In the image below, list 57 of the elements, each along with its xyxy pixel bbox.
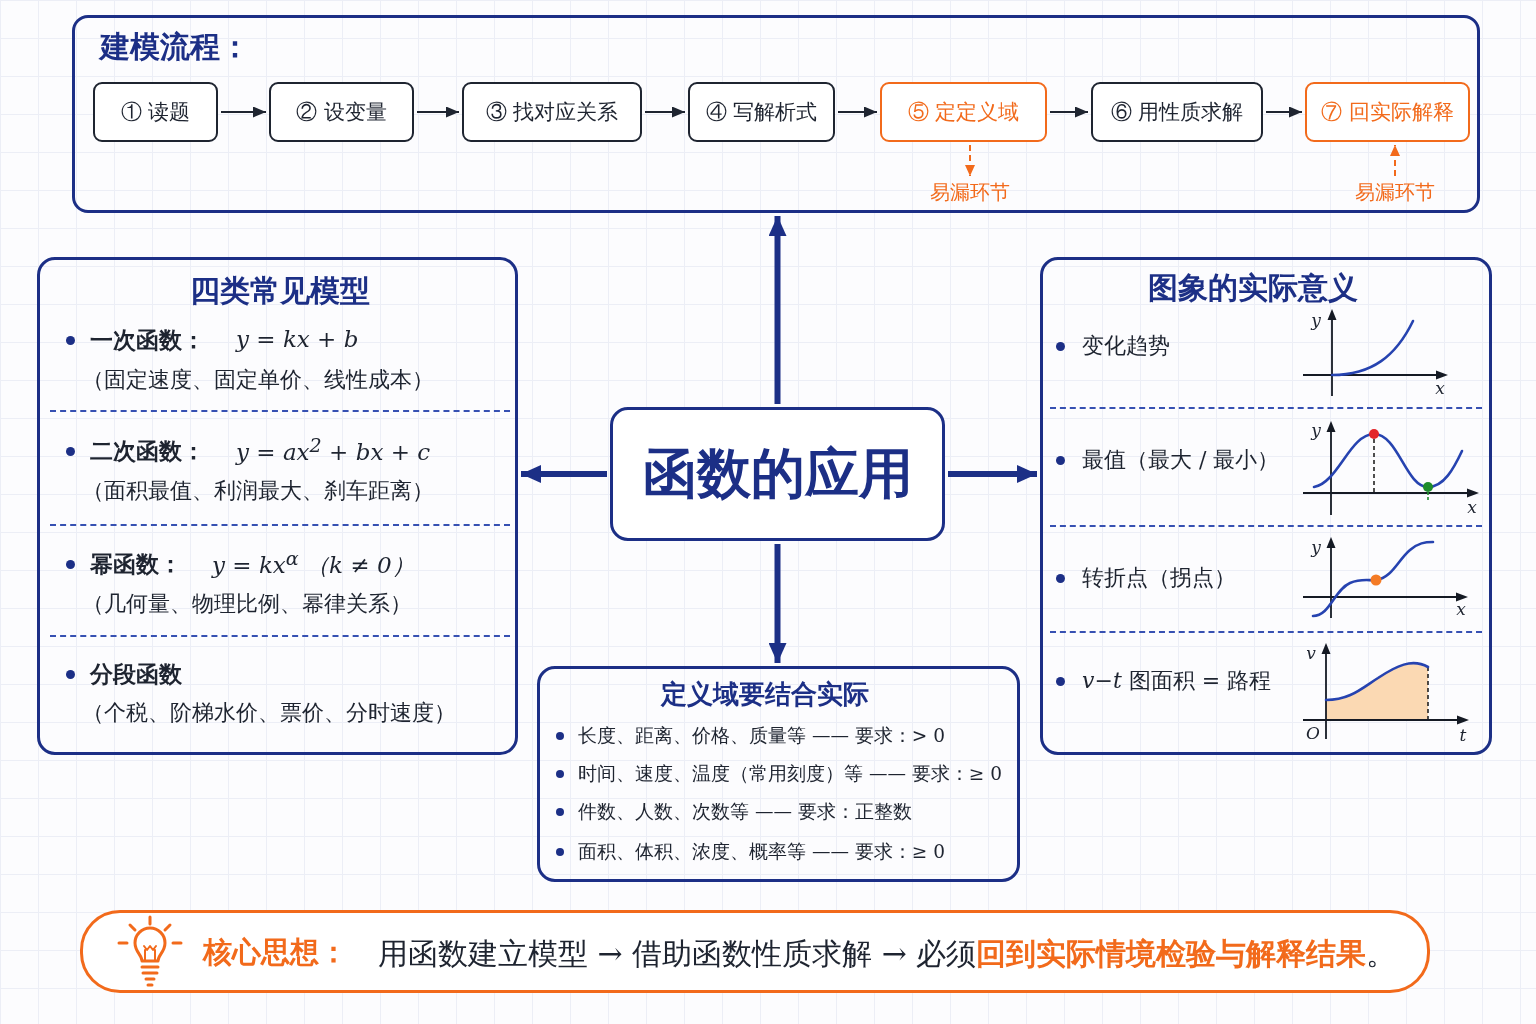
axis-label: x: [1435, 378, 1445, 398]
example-list: （面积最值、利润最大、刹车距离）: [82, 476, 434, 506]
arrow: [645, 106, 685, 118]
meaning-text: v−t 图面积 = 路程: [1082, 666, 1272, 695]
formula-text: y = kx + b: [236, 325, 359, 355]
model-name: 幂函数：: [90, 549, 182, 579]
banner-heading: 核心思想：: [203, 934, 348, 972]
formula-text: y = kx$^{α}$ （k ≠ 0）: [212, 546, 415, 581]
arrow: [948, 465, 1037, 483]
domain-panel: [537, 666, 1020, 882]
warning-note: 易漏环节: [930, 179, 1010, 205]
domain-rule: 面积、体积、浓度、概率等 —— 要求：≥ 0: [578, 840, 945, 864]
arrow: [838, 106, 877, 118]
arrow: [1050, 106, 1088, 118]
process-panel: [72, 15, 1480, 213]
model-panel: [37, 257, 518, 755]
arrow: [768, 544, 787, 663]
example-list: （个税、阶梯水价、票价、分时速度）: [82, 698, 456, 728]
formula-text: y = ax$^{2}$ + bx + c: [236, 433, 431, 468]
example-list: （固定速度、固定单价、线性成本）: [82, 365, 434, 395]
model-name: 二次函数：: [90, 436, 205, 466]
model-name: 一次函数：: [90, 325, 205, 355]
panel-heading: 四类常见模型: [190, 271, 370, 310]
arrow: [417, 106, 459, 118]
step-box: ⑦ 回实际解释: [1305, 82, 1470, 142]
step-box: ② 设变量: [269, 82, 414, 142]
meaning-text: 转折点（拐点）: [1082, 563, 1236, 592]
dashed-arrow: [1390, 144, 1400, 177]
topic-box: 函数的应用: [610, 407, 945, 541]
step-box: ④ 写解析式: [688, 82, 835, 142]
meaning-text: 最值（最大 / 最小）: [1082, 445, 1280, 474]
panel-heading: 建模流程：: [100, 27, 250, 66]
domain-rule: 长度、距离、价格、质量等 —— 要求：> 0: [578, 724, 945, 748]
axis-label: v: [1306, 643, 1316, 663]
arrow: [1266, 106, 1302, 118]
panel-heading: 定义域要结合实际: [661, 678, 869, 712]
domain-rule: 件数、人数、次数等 —— 要求：正整数: [578, 800, 912, 824]
model-name: 分段函数: [90, 659, 182, 689]
meaning-text: 变化趋势: [1082, 331, 1170, 360]
axis-label: O: [1306, 723, 1320, 743]
domain-rule: 时间、速度、温度（常用刻度）等 —— 要求：≥ 0: [578, 762, 1002, 786]
key-idea-text: 用函数建立模型 → 借助函数性质求解 → 必须回到实际情境检验与解释结果。: [378, 934, 1397, 973]
arrow: [221, 106, 266, 118]
warning-note: 易漏环节: [1355, 179, 1435, 205]
dashed-arrow: [965, 144, 975, 177]
step-box: ⑥ 用性质求解: [1091, 82, 1263, 142]
panel-heading: 图象的实际意义: [1148, 268, 1358, 307]
step-box: ⑤ 定定义域: [880, 82, 1047, 142]
step-box: ① 读题: [93, 82, 218, 142]
example-list: （几何量、物理比例、幂律关系）: [82, 589, 412, 619]
step-box: ③ 找对应关系: [462, 82, 642, 142]
arrow: [521, 465, 607, 483]
key-idea-banner: [80, 910, 1430, 993]
meaning-panel: [1040, 257, 1492, 755]
axis-label: t: [1459, 725, 1467, 745]
arrow: [768, 216, 787, 404]
axis-label: y: [1311, 310, 1321, 330]
